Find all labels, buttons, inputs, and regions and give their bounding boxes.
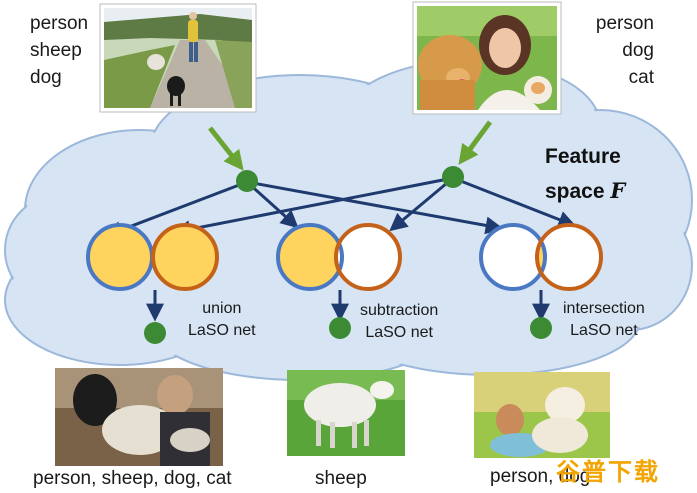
input-right-label: person bbox=[595, 13, 654, 34]
arrow-right-to-intersection bbox=[452, 176, 577, 229]
feature-space-title: Feature space F bbox=[545, 140, 625, 209]
input-node-left bbox=[236, 170, 258, 192]
result-photo-subtraction bbox=[287, 370, 405, 456]
result-caption-intersection: person, dog bbox=[490, 466, 591, 487]
intersection-label-line2: LaSO net bbox=[570, 322, 638, 339]
union-venn bbox=[86, 223, 219, 291]
arrow-left-photo-to-node bbox=[208, 126, 244, 171]
arrow-right-to-subtraction bbox=[389, 176, 454, 232]
input-left-labels: person sheep dog bbox=[30, 10, 88, 91]
arrow-left-to-subtraction bbox=[245, 180, 299, 229]
result-caption-subtraction: sheep bbox=[315, 468, 367, 489]
subtraction-label-line2: LaSO net bbox=[365, 324, 433, 341]
input-node-right bbox=[442, 166, 464, 188]
result-photo-union bbox=[55, 368, 223, 466]
feature-space-symbol: F bbox=[610, 178, 626, 203]
union-label-line1: union bbox=[202, 300, 242, 317]
subtraction-label-line1: subtraction bbox=[360, 302, 439, 319]
feature-space-line1: Feature bbox=[545, 145, 621, 168]
result-photo-intersection bbox=[474, 372, 610, 458]
output-node-union bbox=[144, 322, 166, 344]
input-left-label: dog bbox=[30, 67, 62, 88]
subtraction-label: subtraction LaSO net bbox=[360, 300, 438, 344]
union-label: union LaSO net bbox=[188, 298, 256, 342]
intersection-label-line1: intersection bbox=[563, 300, 645, 317]
input-right-label: dog bbox=[622, 40, 654, 61]
input-left-label: sheep bbox=[30, 40, 82, 61]
result-caption-union: person, sheep, dog, cat bbox=[33, 468, 232, 489]
watermark: 谷普下载 bbox=[556, 459, 660, 486]
input-right-labels: person dog cat bbox=[596, 10, 654, 91]
input-photo-right bbox=[412, 1, 562, 115]
feature-space-word: space bbox=[545, 180, 605, 203]
subtraction-venn bbox=[276, 223, 402, 291]
intersection-venn bbox=[479, 223, 603, 291]
arrow-right-photo-to-node bbox=[458, 120, 493, 165]
output-node-intersection bbox=[530, 317, 552, 339]
intersection-label: intersection LaSO net bbox=[563, 298, 645, 342]
feature-space-line2: space F bbox=[545, 174, 625, 209]
input-left-label: person bbox=[30, 13, 89, 34]
input-right-label: cat bbox=[628, 67, 654, 88]
union-label-line2: LaSO net bbox=[188, 322, 256, 339]
arrow-right-to-union bbox=[172, 176, 454, 239]
input-photo-left bbox=[99, 3, 257, 113]
arrow-left-to-intersection bbox=[246, 180, 504, 235]
output-node-subtraction bbox=[329, 317, 351, 339]
